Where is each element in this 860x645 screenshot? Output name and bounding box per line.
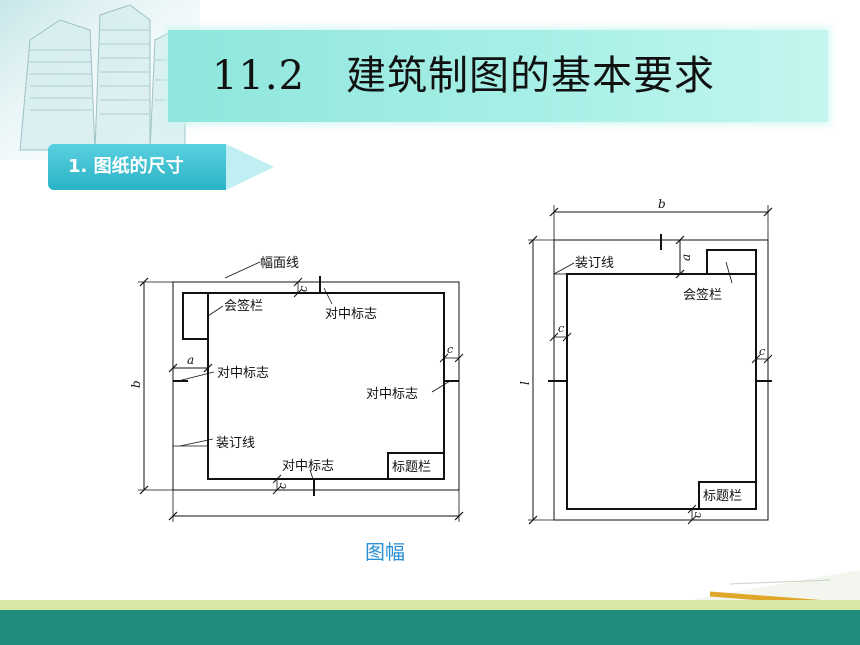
countersign-block [182,292,209,340]
page-title: 11.2 建筑制图的基本要求 [212,53,716,99]
label-center-mark-bottom: 对中标志 [282,459,334,474]
building-illustration [0,0,200,160]
label-dim-c-top: c [297,286,310,292]
label-dim-c-right: c [759,345,765,358]
countersign-block [706,249,757,275]
label-center-mark-right: 对中标志 [366,387,418,402]
title-block [698,481,757,510]
sheet-border [553,239,769,521]
drawing-frame [566,273,757,510]
label-dim-b: b [658,197,666,211]
label-center-mark-top: 对中标志 [325,307,377,322]
label-dim-c-bottom: c [691,512,704,518]
drawing-frame [207,292,445,480]
label-center-mark-left: 对中标志 [217,366,269,381]
label-border-line: 幅面线 [260,256,299,271]
label-countersign-block: 会签栏 [683,287,722,303]
label-binding-line: 装订线 [216,436,255,451]
label-dim-c-bottom: c [276,483,289,489]
section-tab [48,144,274,190]
label-title-block: 标题栏 [392,460,431,475]
label-dim-c-right: c [447,343,453,356]
label-dim-c-left: c [558,322,564,335]
portrait-sheet-diagram: b a 装订线 会签栏 c l c 标题栏 c [520,197,773,525]
footer-accent-stripe [0,600,860,610]
title-block [387,452,445,480]
label-countersign-block: 会签栏 [224,298,263,314]
footer-bar [0,610,860,645]
label-dim-b: b [129,380,143,388]
label-dim-l: l [520,381,532,385]
figure-caption: 图幅 [365,540,405,564]
label-binding-line: 装订线 [575,256,614,271]
sheet-border [172,281,460,491]
label-dim-a: a [187,353,194,367]
title-bar [168,30,828,122]
section-title: 1. 图纸的尺寸 [68,156,184,177]
landscape-sheet-diagram: 幅面线 会签栏 对中标志 a 对中标志 对中标志 装订线 对中标志 标题栏 b … [129,256,464,522]
label-title-block: 标题栏 [703,489,742,504]
label-dim-a: a [679,254,693,261]
